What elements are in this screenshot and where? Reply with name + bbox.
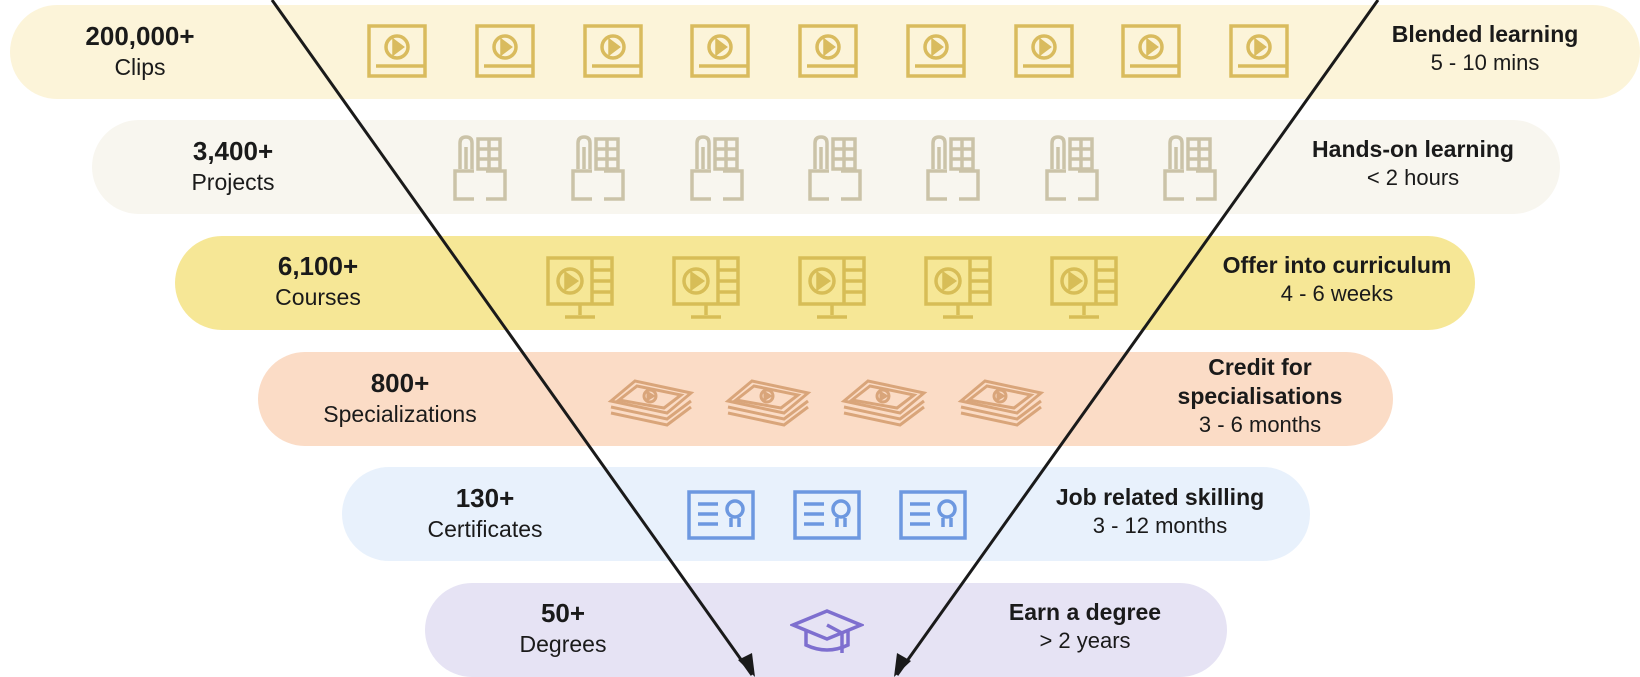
clips-label: Clips <box>114 53 166 80</box>
projects-label: Projects <box>191 168 275 195</box>
degrees-duration: > 2 years <box>1039 627 1131 653</box>
project-icon <box>689 133 745 205</box>
certificates-count-value: 130+ <box>455 483 515 513</box>
clips-title: Blended learning <box>1391 21 1579 47</box>
course-monitor-icon <box>797 255 867 321</box>
specialization-stack-icon <box>724 373 812 429</box>
specialization-stack-icon <box>607 373 695 429</box>
video-clip-icon <box>905 23 967 79</box>
specializations-count-value: 800+ <box>370 368 430 398</box>
degrees-count: 50+ Degrees <box>463 597 663 658</box>
project-icon <box>807 133 863 205</box>
certificates-icon-row <box>686 489 968 541</box>
certificate-icon <box>792 489 862 541</box>
graduation-cap-icon <box>790 607 864 659</box>
projects-description: Hands-on learning < 2 hours <box>1283 135 1543 191</box>
degrees-count-value: 50+ <box>540 598 586 628</box>
specializations-title: Credit for specialisations <box>1177 354 1343 409</box>
certificates-label: Certificates <box>427 515 543 542</box>
clips-count: 200,000+ Clips <box>40 20 240 81</box>
left-funnel-arrow <box>270 0 754 676</box>
course-monitor-icon <box>671 255 741 321</box>
video-clip-icon <box>1228 23 1290 79</box>
degrees-label: Degrees <box>519 630 607 657</box>
right-funnel-arrow <box>895 0 1380 676</box>
video-clip-icon <box>689 23 751 79</box>
clips-description: Blended learning 5 - 10 mins <box>1355 20 1615 76</box>
certificates-count: 130+ Certificates <box>385 482 585 543</box>
certificate-icon <box>686 489 756 541</box>
project-icon <box>1162 133 1218 205</box>
project-icon <box>925 133 981 205</box>
projects-count: 3,400+ Projects <box>133 135 333 196</box>
degrees-description: Earn a degree > 2 years <box>975 598 1195 654</box>
course-monitor-icon <box>1049 255 1119 321</box>
project-icon <box>1044 133 1100 205</box>
clips-icon-row <box>366 23 1290 79</box>
video-clip-icon <box>582 23 644 79</box>
video-clip-icon <box>474 23 536 79</box>
specializations-label: Specializations <box>323 400 477 427</box>
specialization-stack-icon <box>957 373 1045 429</box>
specialization-stack-icon <box>840 373 928 429</box>
project-icon <box>570 133 626 205</box>
specializations-duration: 3 - 6 months <box>1198 411 1322 437</box>
project-icon <box>452 133 508 205</box>
course-monitor-icon <box>923 255 993 321</box>
video-clip-icon <box>797 23 859 79</box>
courses-title: Offer into curriculum <box>1222 252 1452 278</box>
certificates-description: Job related skilling 3 - 12 months <box>1030 483 1290 539</box>
courses-icon-row <box>545 255 1119 321</box>
courses-duration: 4 - 6 weeks <box>1280 280 1394 306</box>
specializations-count: 800+ Specializations <box>300 367 500 428</box>
projects-count-value: 3,400+ <box>192 136 274 166</box>
video-clip-icon <box>1013 23 1075 79</box>
clips-duration: 5 - 10 mins <box>1430 49 1540 75</box>
video-clip-icon <box>366 23 428 79</box>
degrees-icon-row <box>790 607 864 659</box>
courses-description: Offer into curriculum 4 - 6 weeks <box>1202 251 1472 307</box>
projects-title: Hands-on learning <box>1312 136 1514 162</box>
clips-count-value: 200,000+ <box>85 21 195 51</box>
degrees-title: Earn a degree <box>1008 599 1162 625</box>
courses-count-value: 6,100+ <box>277 251 359 281</box>
video-clip-icon <box>1120 23 1182 79</box>
certificates-duration: 3 - 12 months <box>1092 512 1228 538</box>
specializations-icon-row <box>607 373 1045 429</box>
specializations-description: Credit for specialisations 3 - 6 months <box>1150 353 1370 438</box>
projects-duration: < 2 hours <box>1366 164 1460 190</box>
projects-icon-row <box>452 133 1218 205</box>
certificate-icon <box>898 489 968 541</box>
certificates-title: Job related skilling <box>1055 484 1265 510</box>
course-monitor-icon <box>545 255 615 321</box>
courses-label: Courses <box>275 283 361 310</box>
courses-count: 6,100+ Courses <box>218 250 418 311</box>
